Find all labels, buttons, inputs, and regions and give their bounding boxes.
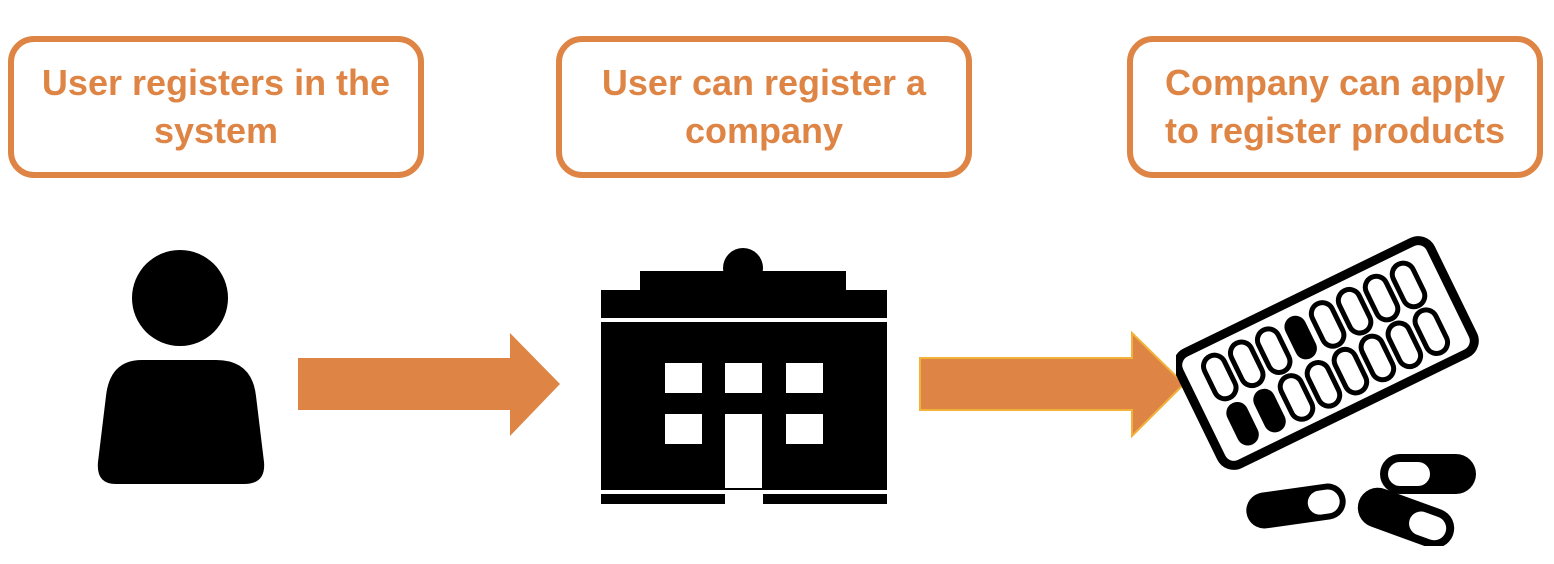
- step-2-label: User can register a company: [601, 62, 927, 151]
- step-3-label: Company can apply to register products: [1164, 62, 1506, 151]
- building-icon: [601, 248, 887, 504]
- step-2-box: User can register a company: [556, 36, 972, 178]
- arrow-1: [298, 333, 560, 436]
- user-icon: [97, 250, 265, 484]
- pill-blister-icon: [1176, 236, 1479, 546]
- step-1-label: User registers in the system: [41, 62, 391, 151]
- step-1-box: User registers in the system: [8, 36, 424, 178]
- step-3-box: Company can apply to register products: [1127, 36, 1543, 178]
- arrow-2: [919, 330, 1186, 439]
